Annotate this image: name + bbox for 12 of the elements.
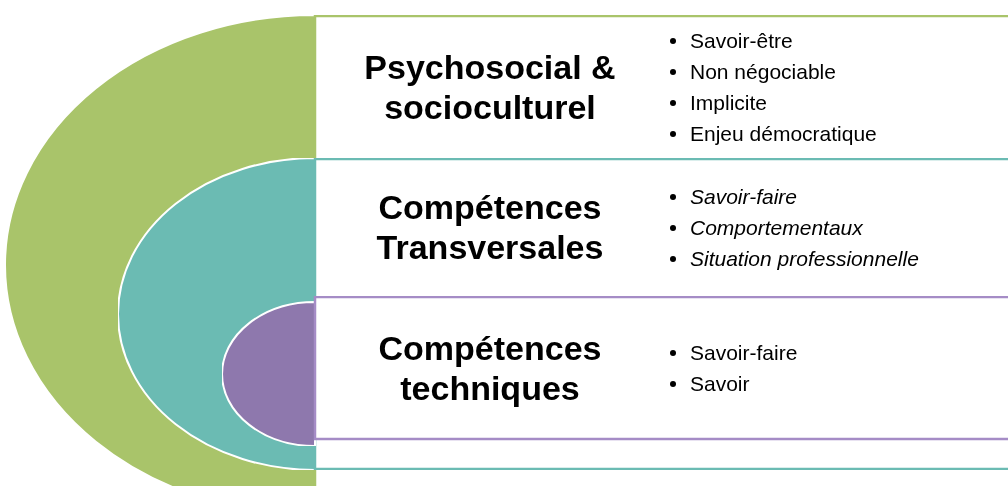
bullet-item: Enjeu démocratique <box>690 120 877 147</box>
layer-heading: Compétences Transversales <box>375 187 605 267</box>
bullet-item: Situation professionnelle <box>690 245 919 272</box>
bullet-item: Non négociable <box>690 58 836 85</box>
layer-heading: Psychosocial & socioculturel <box>363 46 617 127</box>
bullet-item: Savoir-faire <box>690 340 798 366</box>
bullet-item: Savoir <box>690 371 750 397</box>
bullet-item: Comportementaux <box>690 214 863 241</box>
layer-heading: Compétences techniques <box>377 328 603 408</box>
bullet-item: Savoir-faire <box>690 183 797 210</box>
bullet-item: Savoir-être <box>690 27 793 54</box>
bullet-item: Implicite <box>690 89 768 116</box>
